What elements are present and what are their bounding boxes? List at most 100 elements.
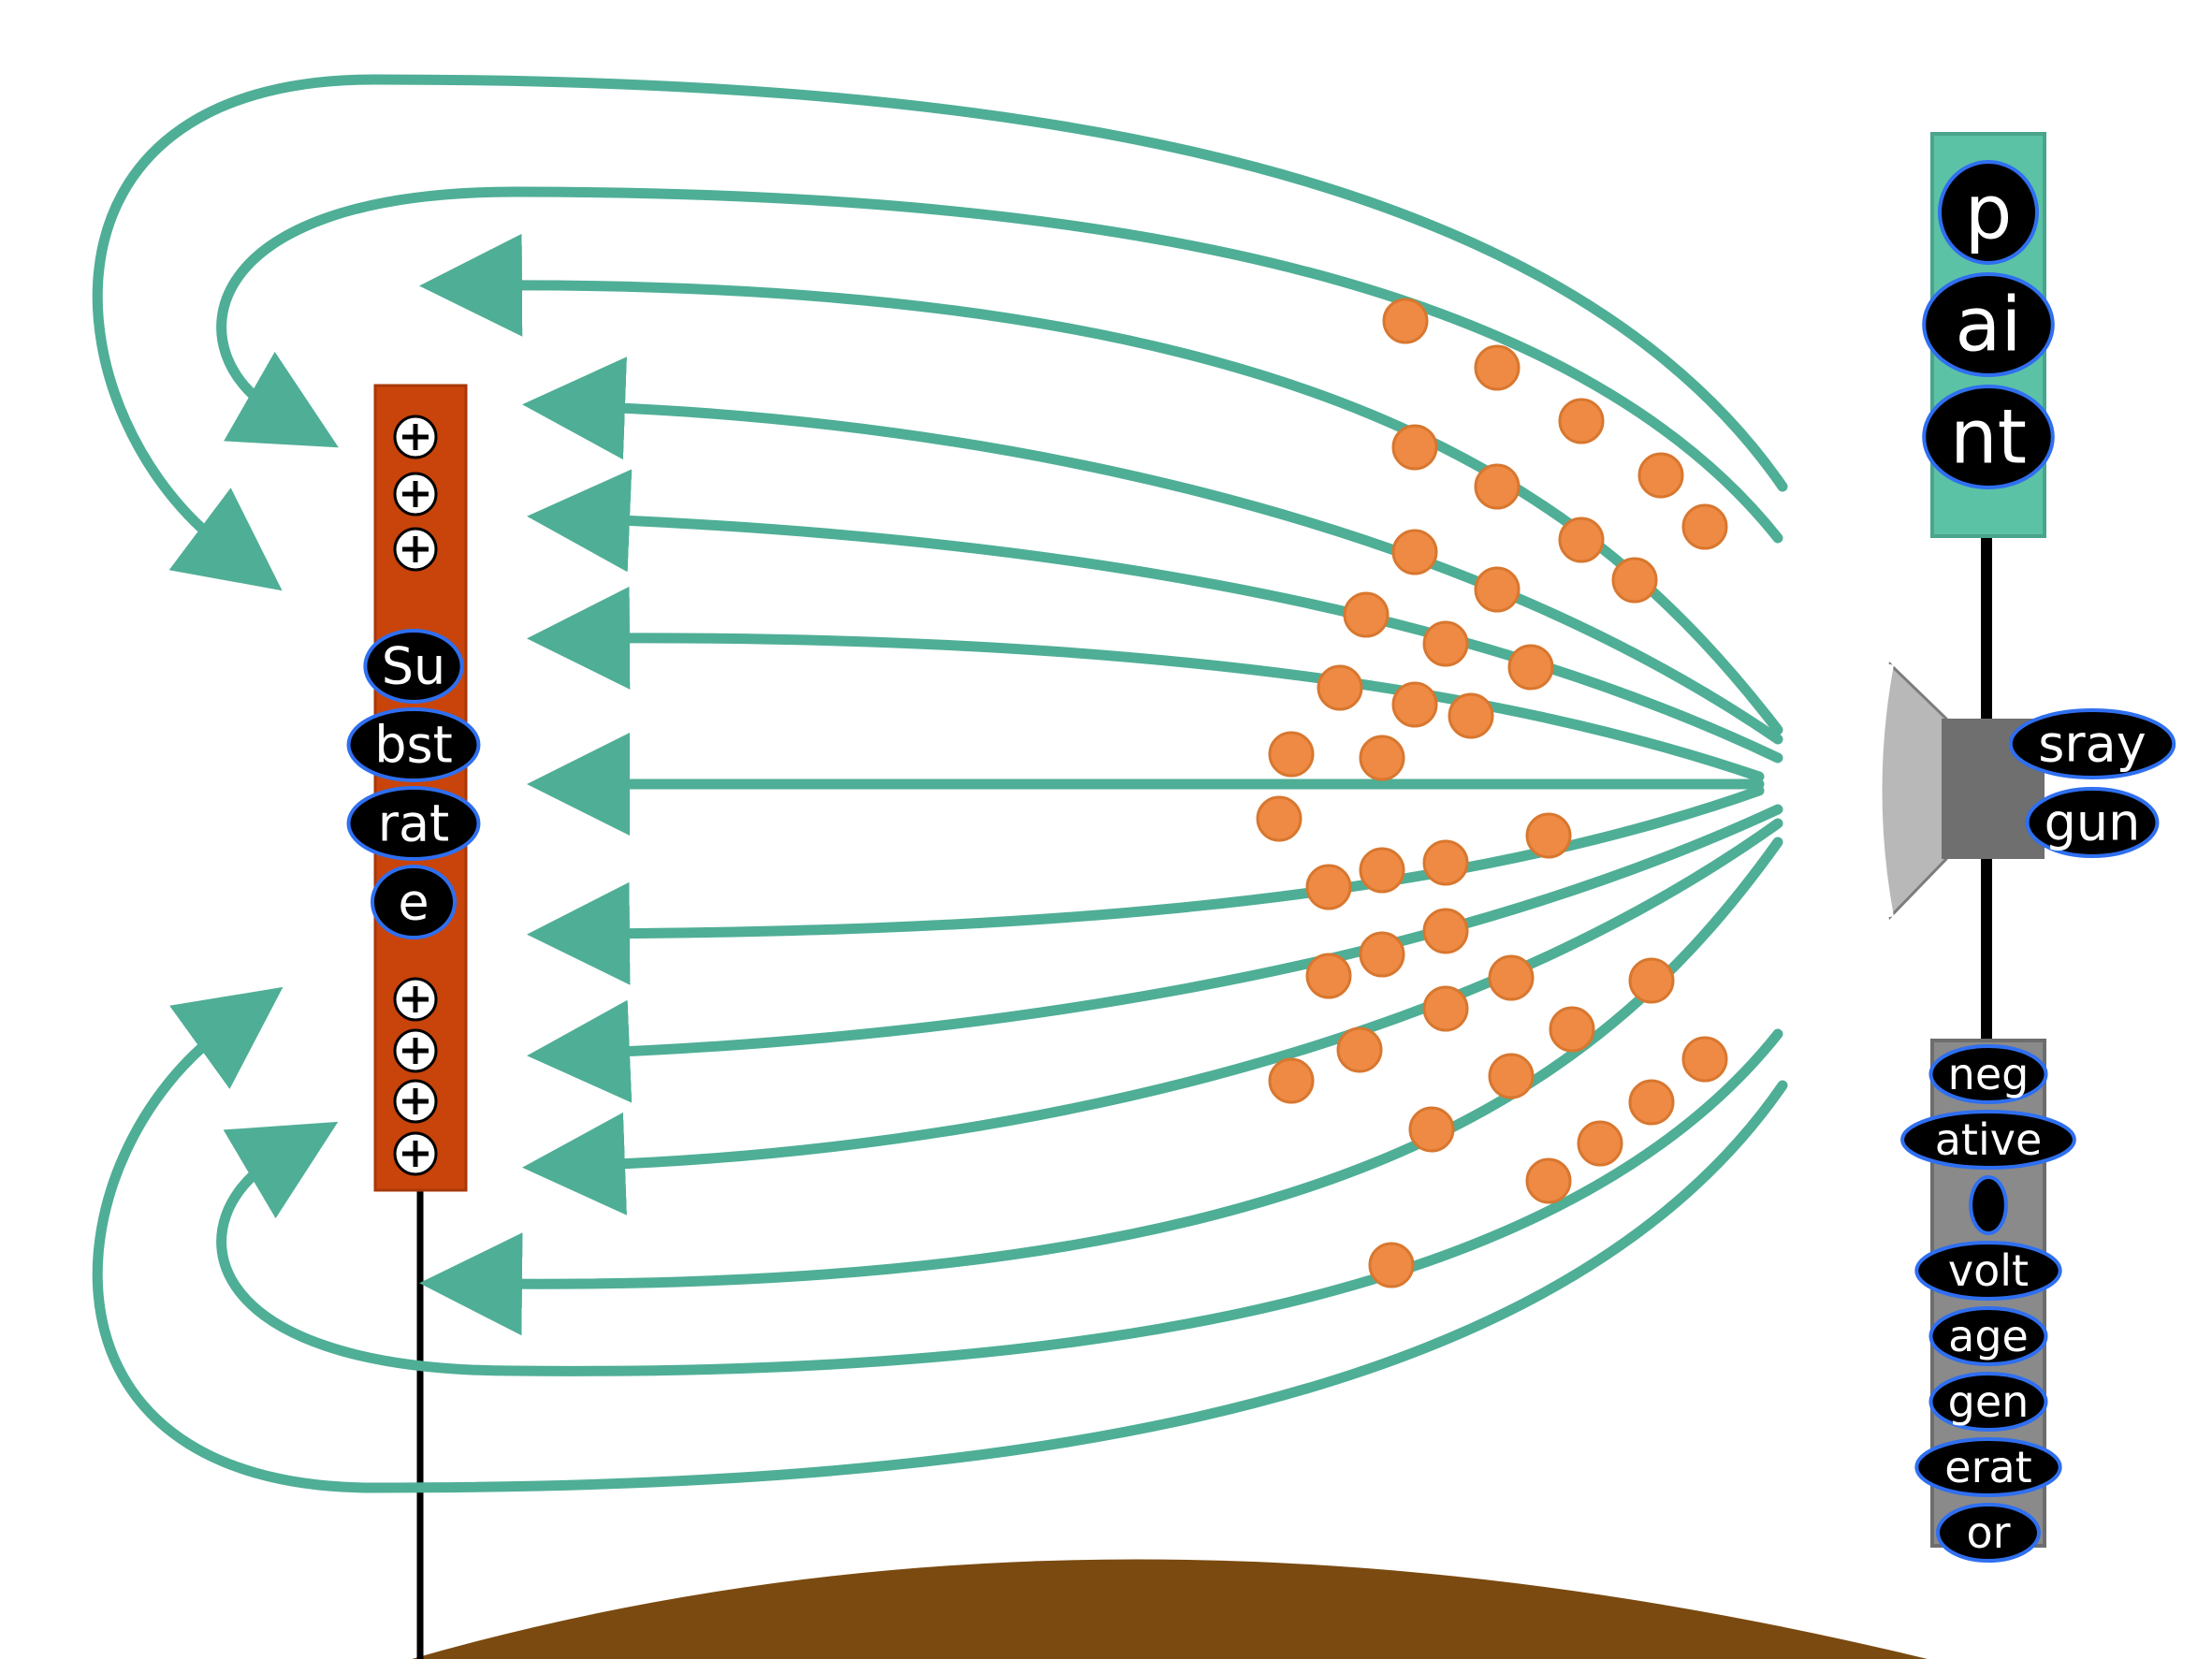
negative-voltage-generator-label: neg ative volt age gen erat or [1900, 1044, 2076, 1563]
field-line [527, 785, 1765, 985]
label-text: neg [1948, 1049, 2030, 1099]
label-pill: ai [1922, 272, 2055, 377]
paint-particle-icon [1391, 424, 1438, 471]
plus-charge-icon [393, 415, 438, 459]
label-text: rat [378, 794, 449, 853]
label-pill: rat [346, 786, 481, 861]
plus-charge-icon [393, 472, 438, 517]
paint-particle-icon [1611, 557, 1658, 604]
substrate-label: Su bst rat e [346, 629, 481, 939]
paint-particle-icon [1305, 953, 1352, 999]
field-line [522, 818, 1783, 1215]
field-line [419, 233, 1783, 735]
label-text: age [1948, 1311, 2029, 1361]
paint-particle-icon [1422, 620, 1469, 667]
ground-dome [412, 1559, 1928, 1659]
field-line [216, 186, 1783, 544]
label-text: volt [1948, 1245, 2029, 1296]
label-pill [1969, 1175, 2008, 1235]
paint-particle-icon [1382, 298, 1429, 344]
field-line [419, 837, 1783, 1336]
label-pill: erat [1914, 1437, 2062, 1497]
label-pill: bst [346, 707, 481, 782]
paint-particle-icon [1422, 908, 1469, 954]
paint-particle-icon [1368, 1242, 1415, 1288]
plus-charge-icon [393, 1028, 438, 1073]
paint-particle-icon [1681, 1036, 1728, 1083]
label-pill: gun [2025, 787, 2160, 858]
paint-particle-icon [1448, 692, 1494, 739]
paint-particle-icon [1305, 864, 1352, 910]
label-text: or [1966, 1507, 2010, 1558]
paint-particle-icon [1422, 985, 1469, 1032]
label-text: bst [374, 716, 453, 775]
label-text: gun [2045, 793, 2141, 852]
label-pill: volt [1914, 1241, 2062, 1301]
plus-charge-icon [393, 527, 438, 572]
paint-particle-icon [1391, 681, 1438, 728]
field-line [527, 586, 1765, 782]
paint-particle-icon [1681, 503, 1728, 550]
paint-particle-icon [1525, 1157, 1572, 1204]
label-pill: age [1928, 1306, 2048, 1366]
label-pill: or [1936, 1503, 2041, 1563]
label-text: p [1965, 169, 2013, 256]
paint-particle-icon [1408, 1106, 1455, 1153]
paint-particle-icon [1343, 591, 1390, 638]
label-pill: p [1938, 160, 2039, 265]
label-pill: sray [2008, 708, 2176, 779]
paint-particle-icon [1577, 1120, 1623, 1167]
label-pill: Su [363, 629, 464, 704]
plus-charges [393, 415, 438, 1176]
paint-particle-icon [1317, 664, 1363, 711]
label-text: e [398, 873, 429, 932]
paint-particle-icon [1474, 344, 1521, 391]
paint-particle-icon [1488, 954, 1535, 1001]
field-line [527, 469, 1783, 764]
paint-particle-icon [1488, 1053, 1535, 1099]
paint-particle-icon [1558, 398, 1605, 444]
label-pill: neg [1928, 1044, 2048, 1104]
paint-particle-icon [1336, 1026, 1383, 1073]
field-line [216, 1028, 1783, 1376]
spray-gun-label: sray gun [2008, 708, 2176, 858]
field-line [92, 986, 1788, 1493]
plus-charge-icon [393, 1131, 438, 1176]
label-pill: gen [1928, 1372, 2048, 1432]
label-text: ative [1935, 1114, 2043, 1165]
paint-particle-icon [1256, 795, 1302, 842]
label-pill: ative [1900, 1110, 2076, 1170]
paint-particle-icon [1474, 463, 1521, 510]
label-pill: nt [1922, 385, 2055, 489]
field-line [522, 357, 1783, 745]
paint-particle-icon [1391, 529, 1438, 575]
paint-particle-icon [1507, 644, 1554, 691]
paint-particle-icon [1628, 957, 1675, 1004]
paint-particle-icon [1549, 1006, 1595, 1053]
label-text: sray [2038, 715, 2146, 774]
paint-label: p ai nt [1922, 160, 2055, 489]
field-line [92, 74, 1788, 591]
paint-particle-icon [1359, 931, 1405, 978]
paint-particle-icon [1268, 731, 1315, 778]
paint-particle-icon [1359, 735, 1405, 781]
label-text: Su [382, 637, 446, 696]
paint-particle-icon [1422, 839, 1469, 886]
paint-particle-icon [1359, 847, 1405, 894]
label-pill: e [371, 865, 457, 939]
label-text: nt [1950, 394, 2027, 481]
label-text: erat [1944, 1442, 2031, 1492]
label-text: gen [1948, 1376, 2030, 1427]
paint-particle-icon [1525, 812, 1572, 859]
plus-charge-icon [393, 1079, 438, 1124]
paint-particle-icon [1268, 1057, 1315, 1104]
field-lines [92, 74, 1788, 1493]
label-text: ai [1955, 282, 2021, 369]
paint-particle-icon [1558, 517, 1605, 563]
spray-gun-icon [1874, 661, 2045, 921]
paint-particle-icon [1628, 1079, 1675, 1126]
paint-particle-icon [1474, 566, 1521, 613]
plus-charge-icon [393, 977, 438, 1022]
field-line [527, 804, 1783, 1103]
